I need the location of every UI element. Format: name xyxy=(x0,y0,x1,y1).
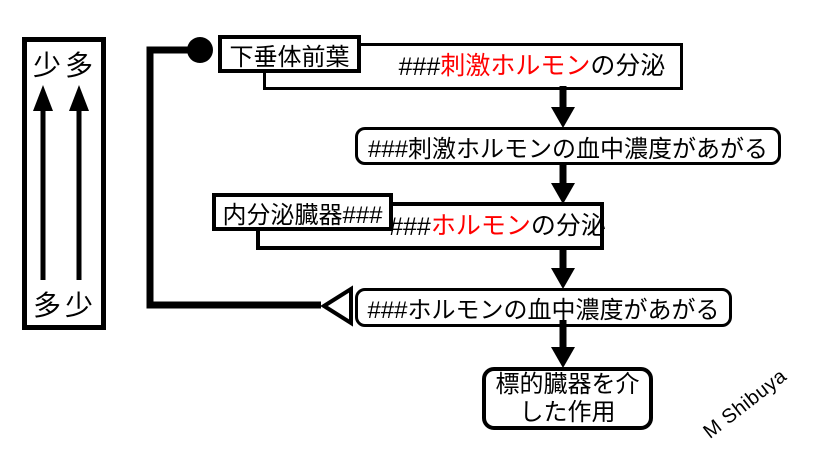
flow-arrow-4-head-icon xyxy=(551,347,575,368)
node-text-suffix: の分泌 xyxy=(530,212,606,240)
node-pituitary: 下垂体前葉 xyxy=(218,35,361,73)
node-text-highlight: 刺激ホルモン xyxy=(440,52,591,80)
node-text-highlight: ホルモン xyxy=(430,212,531,240)
node-text-prefix: ### xyxy=(398,53,441,81)
node-hormone-blood-level: ###ホルモンの血中濃度があがる xyxy=(355,288,732,327)
feedback-origin-dot-icon xyxy=(187,37,213,63)
node-label-line1: 標的臓器を介 xyxy=(495,370,640,398)
node-label: 下垂体前葉 xyxy=(229,43,350,71)
node-label-line2: した作用 xyxy=(519,398,616,426)
gauge-label-top-right: 多 xyxy=(64,50,93,81)
author-signature: M Shibuya xyxy=(699,364,791,444)
feedback-open-arrowhead-icon xyxy=(320,285,353,327)
gauge-label-bottom-right: 少 xyxy=(64,290,93,321)
node-label: ###ホルモンの血中濃度があがる xyxy=(367,297,720,324)
node-target-organ-action: 標的臓器を介 した作用 xyxy=(482,367,653,430)
node-stim-hormone-blood-level: ###刺激ホルモンの血中濃度があがる xyxy=(355,127,781,165)
gauge-label-top-left: 少 xyxy=(32,50,61,81)
flow-arrow-1-head-icon xyxy=(551,107,575,128)
gauge-label-bottom-left: 多 xyxy=(32,290,61,321)
node-label: 内分泌臓器### xyxy=(222,201,383,229)
flow-arrow-3-head-icon xyxy=(551,268,575,289)
node-text-prefix: ### xyxy=(389,213,431,241)
node-text-suffix: の分泌 xyxy=(590,52,666,80)
node-label: ###刺激ホルモンの血中濃度があがる xyxy=(367,135,769,163)
flow-arrow-2-head-icon xyxy=(551,183,575,204)
node-endocrine-organ: 内分泌臓器### xyxy=(212,193,393,231)
